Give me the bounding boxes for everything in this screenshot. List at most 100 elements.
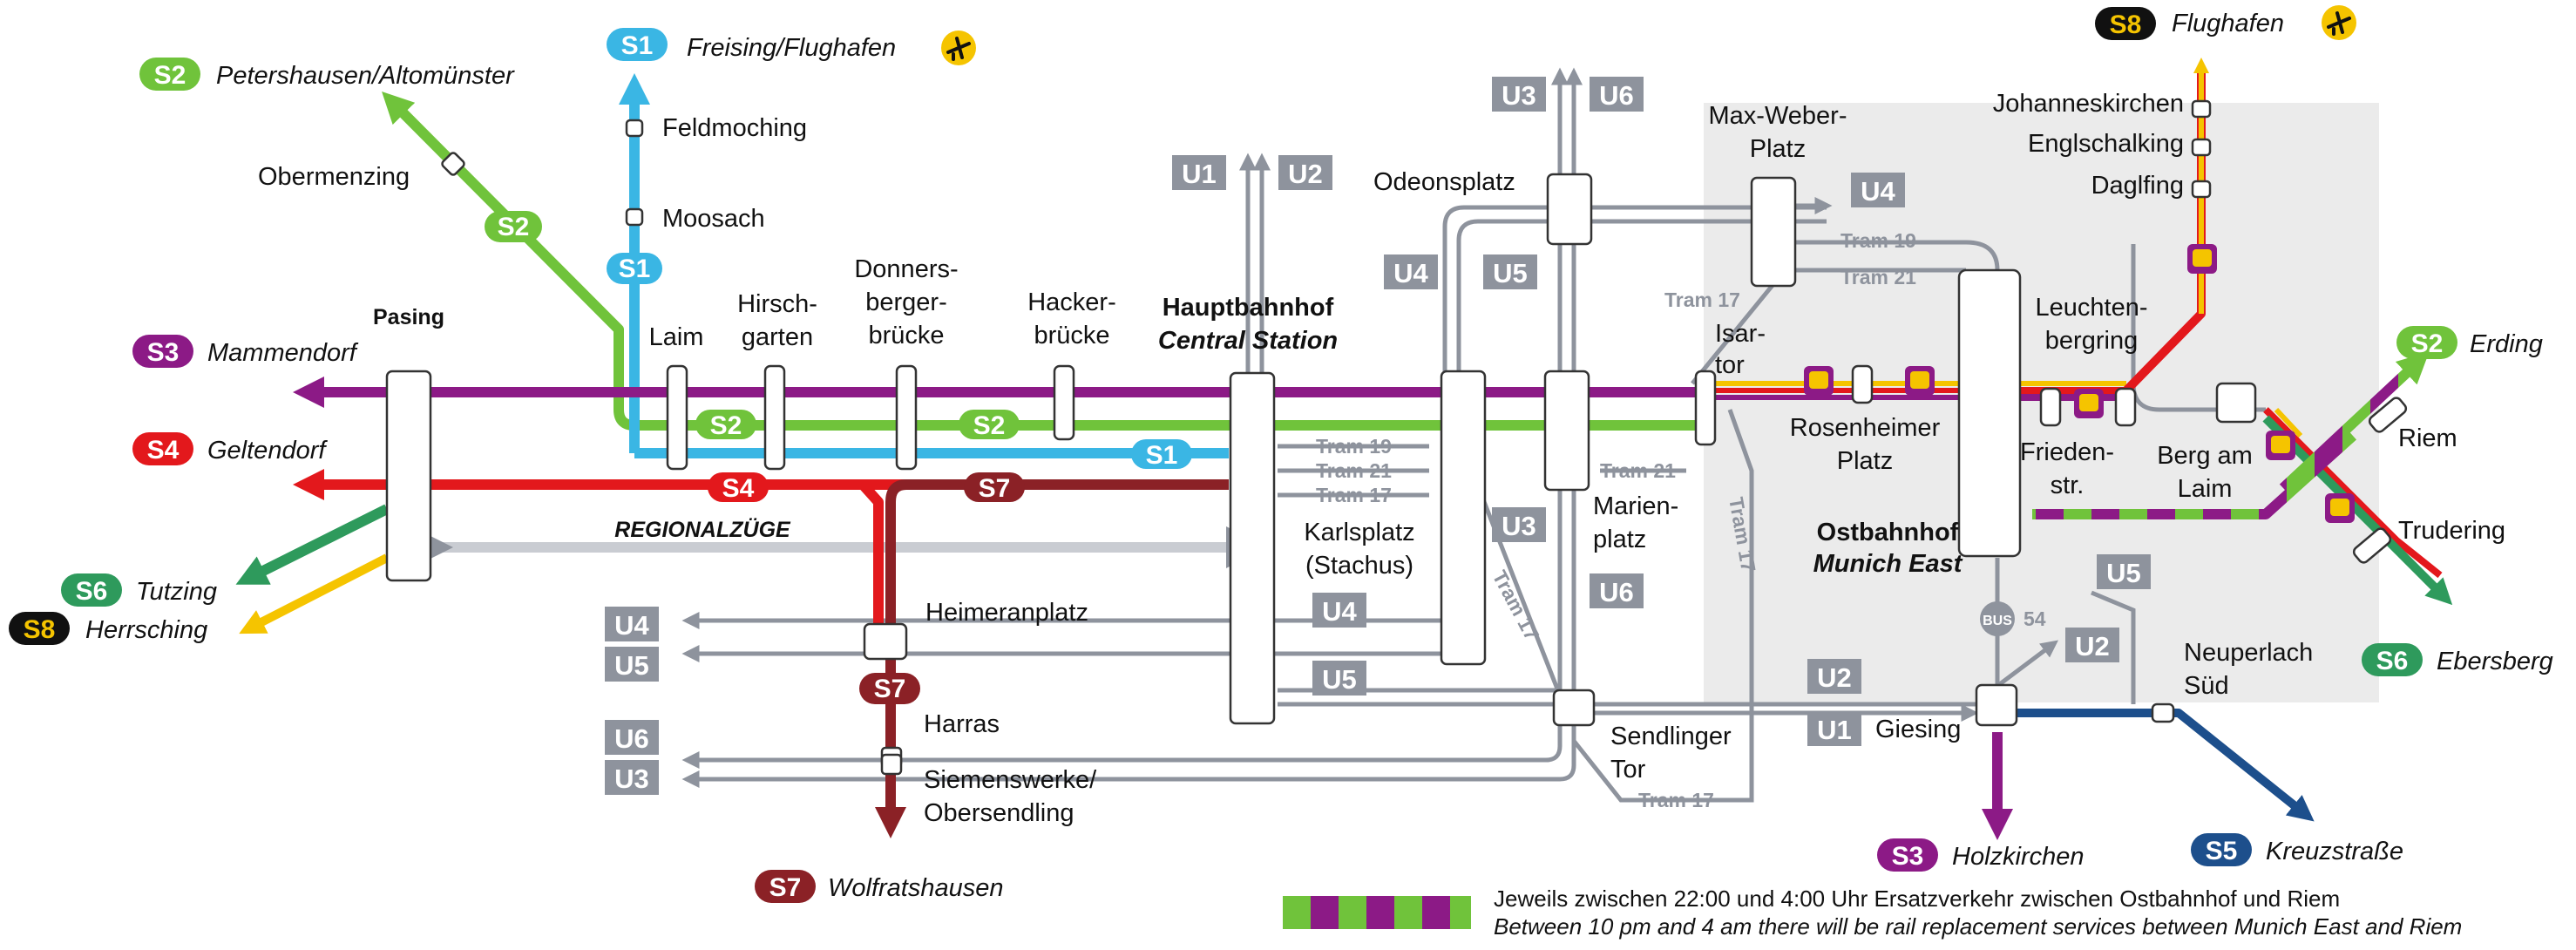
station-englschalking: [2191, 138, 2212, 157]
dest-s8-east: Flughafen: [2172, 10, 2284, 37]
s8-badge-east: S8: [2110, 10, 2142, 39]
dest-s4: Geltendorf: [207, 437, 328, 465]
label-sendlinger-2: Tor: [1610, 756, 1646, 784]
rail-replacement-bus-icon: [2187, 244, 2217, 274]
station-moosach: [625, 207, 644, 227]
station-neuperlach-sued: [2151, 702, 2175, 723]
u3-box-west: U3: [614, 763, 649, 794]
s7-badge-heimeranplatz: S7: [874, 675, 906, 703]
label-marienplatz-1: Marien-: [1593, 492, 1678, 520]
label-berg-am-laim-1: Berg am: [2157, 442, 2253, 470]
label-obermenzing: Obermenzing: [258, 163, 410, 191]
u1-box: U1: [1182, 159, 1217, 189]
u4-box-west: U4: [614, 610, 649, 641]
station-marienplatz: [1543, 370, 1590, 492]
label-karlsplatz-1: Karlsplatz: [1304, 519, 1414, 546]
label-donnersberger-1: Donners-: [854, 255, 958, 283]
label-friedenstr-1: Frieden-: [2020, 438, 2114, 466]
station-heimeranplatz: [863, 622, 908, 661]
u3-box-marienplatz: U3: [1502, 511, 1536, 541]
legend-text-en: Between 10 pm and 4 am there will be rai…: [1494, 913, 2462, 940]
tram-labels: Tram 19 Tram 21 Tram 17 Tram 21 Tram 17 …: [1316, 229, 1916, 811]
label-leuchtenbergring-2: bergring: [2045, 327, 2138, 355]
tram17-label-south: Tram 17: [1638, 789, 1714, 811]
label-feldmoching: Feldmoching: [662, 114, 807, 142]
u4-box-east: U4: [1861, 176, 1895, 207]
label-sendlinger-1: Sendlinger: [1610, 723, 1732, 750]
dest-s6-east: Ebersberg: [2437, 648, 2553, 675]
dest-s5: Kreuzstraße: [2266, 838, 2403, 865]
label-donnersberger-2: berger-: [865, 288, 947, 316]
rail-replacement-icons: [1804, 244, 2355, 523]
label-friedenstr-2: str.: [2051, 472, 2085, 499]
station-max-weber-platz: [1750, 176, 1797, 288]
station-obermenzing: [441, 152, 465, 176]
u2-box-giesing: U2: [1817, 662, 1852, 693]
label-rosenheimer-2: Platz: [1837, 447, 1893, 475]
label-hirschgarten-2: garten: [742, 323, 813, 351]
dest-s8-west: Herrsching: [85, 616, 207, 644]
u4-box-karlsplatz: U4: [1322, 596, 1357, 627]
station-hirschgarten: [763, 364, 786, 471]
dest-s3-south: Holzkirchen: [1952, 843, 2085, 871]
legend-text-de: Jeweils zwischen 22:00 und 4:00 Uhr Ersa…: [1494, 886, 2340, 912]
label-max-weber-1: Max-Weber-: [1709, 102, 1847, 130]
label-karlsplatz-2: (Stachus): [1305, 552, 1413, 580]
u5-box-east: U5: [2106, 558, 2141, 588]
u5-box-west: U5: [614, 650, 649, 681]
s2-badge-branch: S2: [498, 213, 530, 241]
tram21-label-marienplatz: Tram 21: [1600, 459, 1676, 482]
rail-replacement-bus-icon: [2266, 431, 2295, 460]
station-isartor: [1694, 370, 1717, 446]
label-trudering: Trudering: [2398, 517, 2505, 545]
u2-box: U2: [1288, 159, 1323, 189]
s1-badge: S1: [621, 31, 654, 60]
s8-badge: S8: [24, 615, 56, 644]
s4-badge: S4: [147, 436, 180, 465]
s6-badge-east: S6: [2376, 647, 2409, 675]
u6-box-west: U6: [614, 723, 649, 754]
station-daglfing: [2191, 180, 2212, 199]
label-hirschgarten-1: Hirsch-: [737, 290, 817, 318]
station-hauptbahnhof: [1229, 371, 1276, 725]
station-karlsplatz: [1440, 370, 1487, 666]
tram21-label-east: Tram 21: [1840, 266, 1916, 288]
label-siemenswerke-2: Obersendling: [924, 799, 1074, 827]
label-rosenheimer-1: Rosenheimer: [1790, 414, 1941, 442]
label-siemenswerke-1: Siemenswerke/: [924, 766, 1097, 794]
label-moosach: Moosach: [662, 205, 765, 233]
label-leuchtenbergring-1: Leuchten-: [2036, 294, 2148, 322]
u6-box-marienplatz: U6: [1599, 577, 1634, 607]
ubahn-tram-lines: [681, 67, 2266, 803]
s3-badge: S3: [147, 338, 180, 367]
dest-s1: Freising/Flughafen: [687, 34, 896, 62]
label-marienplatz-2: platz: [1593, 526, 1646, 553]
dest-s6-west: Tutzing: [136, 578, 217, 606]
label-isartor-1: Isar-: [1715, 320, 1766, 348]
tram19-label-east: Tram 19: [1840, 229, 1916, 252]
label-max-weber-2: Platz: [1750, 135, 1806, 163]
dest-s3-west: Mammendorf: [207, 339, 359, 367]
label-odeonsplatz: Odeonsplatz: [1373, 168, 1515, 196]
legend-swatch: [1283, 896, 1471, 929]
rail-replacement-bus-icon: [1804, 366, 1834, 396]
tram21-label: Tram 21: [1316, 459, 1392, 482]
s2-badge-erding: S2: [2411, 329, 2444, 358]
dest-s2-east: Erding: [2470, 330, 2543, 358]
u3-box: U3: [1502, 80, 1536, 111]
station-donnersbergerbruecke: [895, 364, 918, 471]
s3-badge-south: S3: [1892, 842, 1924, 871]
station-labels: Pasing Obermenzing Feldmoching Moosach L…: [258, 90, 2505, 827]
s2-badge: S2: [154, 61, 186, 90]
airplane-icon: [2322, 5, 2356, 40]
station-rosenheimer-platz: [1851, 364, 1874, 404]
station-trudering: [2352, 527, 2392, 564]
rail-replacement-bus-icon: [1905, 366, 1935, 396]
label-regionalzuege: REGIONALZÜGE: [614, 517, 791, 542]
label-neuperlach-2: Süd: [2184, 672, 2229, 700]
tram17-label: Tram 17: [1316, 484, 1392, 506]
station-siemenswerke: [880, 753, 903, 776]
station-odeonsplatz: [1546, 173, 1593, 246]
tram17-label-isartor: Tram 17: [1664, 288, 1740, 311]
label-englschalking: Englschalking: [2028, 130, 2184, 158]
